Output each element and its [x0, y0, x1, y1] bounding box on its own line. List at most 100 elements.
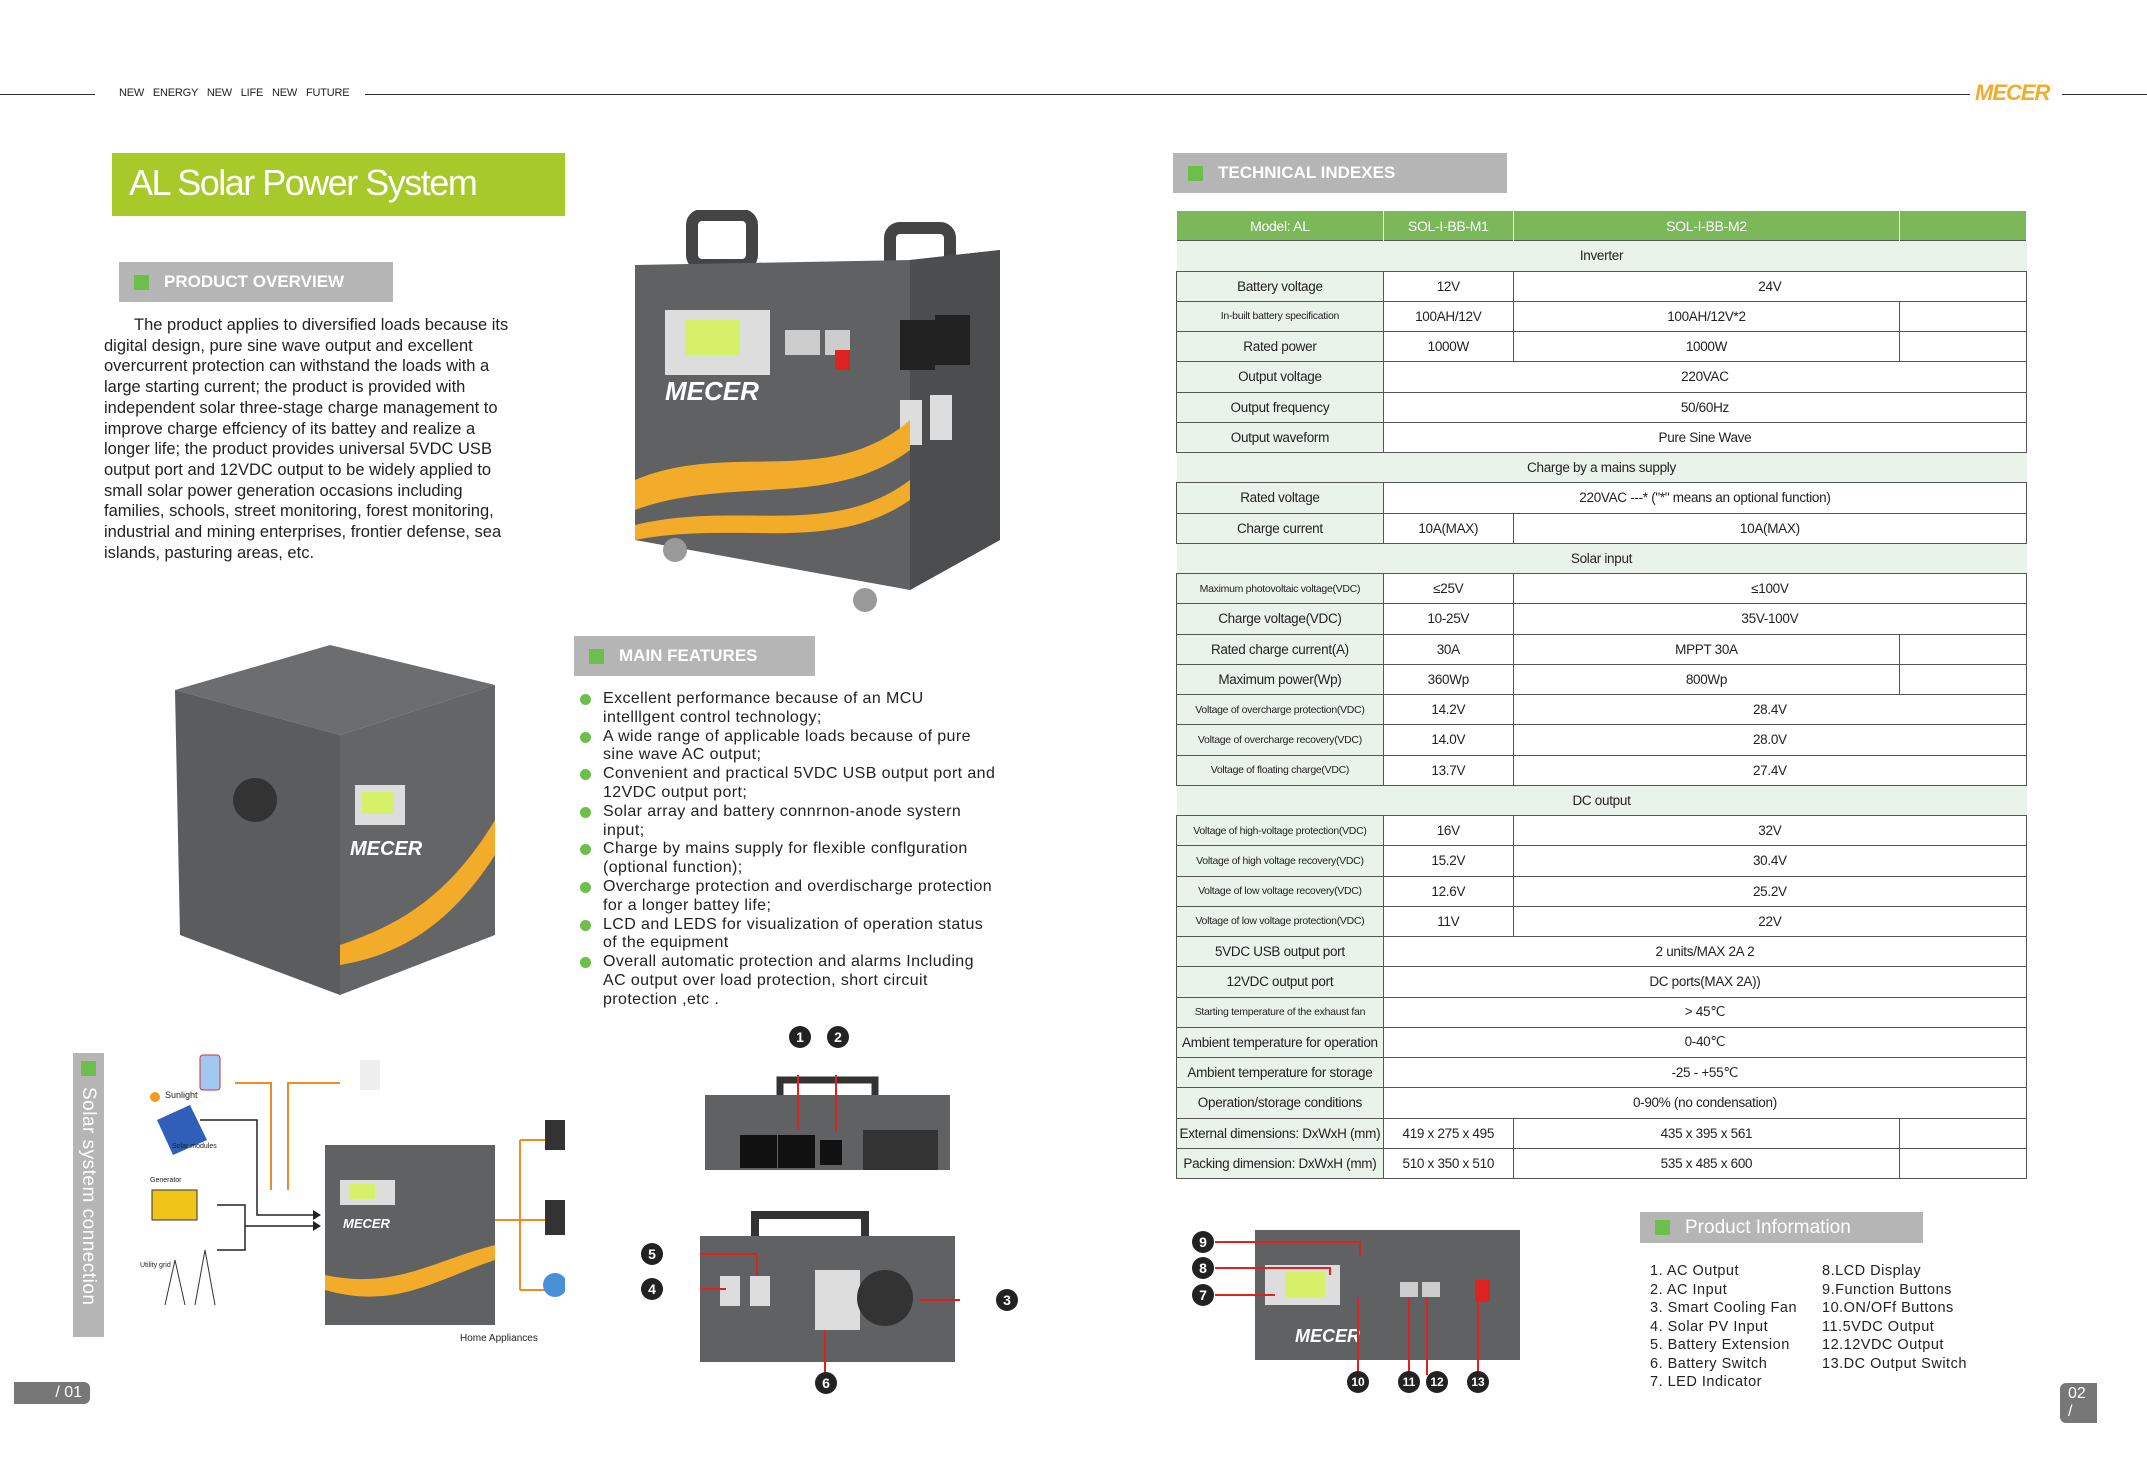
cell-m1: 1000W: [1382, 330, 1514, 363]
callout-1: 1: [789, 1026, 811, 1048]
spec-table: Model: AL SOL-I-BB-M1 SOL-I-BB-M2 Invert…: [1176, 209, 2028, 1180]
spec-row: Voltage of high voltage recovery(VDC)15.…: [1176, 845, 2028, 877]
page-number-right: 02 /: [2060, 1383, 2097, 1423]
cell-all: 50/60Hz: [1382, 391, 2028, 423]
cell-label: Ambient temperature for storage: [1176, 1056, 1384, 1089]
cell-all: Pure Sine Wave: [1382, 421, 2028, 454]
connection-diagram: MECER: [150, 1054, 565, 1325]
cell-section: Inverter: [1176, 240, 2027, 272]
cell-label: Ambient temperature for operation: [1176, 1026, 1384, 1059]
cell-label: 12VDC output port: [1176, 966, 1384, 998]
cell-label: Charge current: [1176, 512, 1384, 544]
fan-icon: [543, 1273, 565, 1297]
cell-all: 2 units/MAX 2A 2: [1382, 935, 2028, 968]
cell-label: Voltage of overcharge recovery(VDC): [1176, 724, 1384, 756]
cell-m1: 12V: [1382, 270, 1514, 302]
cell-label: Rated power: [1176, 330, 1384, 363]
cell-m2: 32V: [1512, 814, 2028, 847]
product-info-item: 1. AC Output: [1650, 1263, 1740, 1279]
label-utility-grid: Utility grid: [140, 1262, 171, 1269]
front-panel-image: MECER: [1215, 1230, 1520, 1375]
product-info-item: 6. Battery Switch: [1650, 1355, 1768, 1372]
svg-text:MECER: MECER: [350, 838, 423, 860]
device-front: [325, 1145, 495, 1325]
product-info-item: 12.12VDC Output: [1822, 1337, 1944, 1353]
spec-row: Voltage of overcharge recovery(VDC)14.0V…: [1176, 724, 2028, 756]
cell-m1: 360Wp: [1382, 663, 1514, 696]
cell-label: Output frequency: [1176, 391, 1384, 423]
cell-m1: 12.6V: [1382, 875, 1514, 907]
header-blank: [1899, 209, 2027, 241]
tagline: NEW ENERGY NEW LIFE NEW FUTURE: [119, 87, 350, 99]
cell-label: Packing dimension: DxWxH (mm): [1176, 1147, 1384, 1180]
spec-header-row: Model: AL SOL-I-BB-M1 SOL-I-BB-M2: [1176, 209, 2027, 241]
spec-row: External dimensions: DxWxH (mm)419 x 275…: [1176, 1117, 2027, 1149]
label-generator: Generator: [150, 1177, 182, 1184]
product-info-item: 2. AC Input: [1650, 1281, 1728, 1298]
callout-2: 2: [827, 1026, 849, 1048]
spec-row: Ambient temperature for storage-25 - +55…: [1176, 1056, 2028, 1089]
feature-text: Overall automatic protection and alarms …: [603, 953, 974, 1008]
computer-icon: [545, 1200, 565, 1235]
cell-label: Voltage of low voltage recovery(VDC): [1176, 875, 1384, 907]
callout-4: 4: [641, 1278, 663, 1300]
callout-6: 6: [815, 1372, 837, 1394]
cell-m1: 13.7V: [1382, 754, 1514, 786]
cell-label: Output waveform: [1176, 421, 1384, 454]
feature-text: Overcharge protection and overdischarge …: [603, 877, 993, 914]
feature-text: A wide range of applicable loads because…: [603, 727, 971, 764]
spec-row: Voltage of low voltage recovery(VDC)12.6…: [1176, 875, 2028, 907]
cell-label: Maximum power(Wp): [1176, 663, 1384, 696]
product-info-item: 4. Solar PV Input: [1650, 1318, 1769, 1335]
bullet-icon: [580, 881, 591, 893]
header-model: Model: AL: [1176, 209, 1384, 241]
cell-label: Voltage of floating charge(VDC): [1176, 754, 1384, 786]
bullet-icon: [580, 919, 591, 931]
product-info-item: 10.ON/OFf Buttons: [1822, 1300, 1954, 1316]
cell-section: DC output: [1176, 784, 2027, 817]
cell-m1: 10A(MAX): [1382, 512, 1514, 544]
spec-row: Voltage of high-voltage protection(VDC)1…: [1176, 814, 2028, 847]
cell-m2: MPPT 30A: [1512, 633, 1901, 665]
cell-label: Voltage of low voltage protection(VDC): [1176, 905, 1384, 938]
header-rule-left: [0, 94, 95, 95]
overview-heading: PRODUCT OVERVIEW: [119, 262, 393, 302]
cell-label: 5VDC USB output port: [1176, 935, 1384, 968]
cell-m2: 22V: [1512, 905, 2028, 938]
cell-blank: [1899, 633, 2027, 665]
cell-m1: 510 x 350 x 510: [1382, 1147, 1514, 1180]
cell-all: 0-40℃: [1382, 1026, 2028, 1059]
cell-blank: [1899, 1117, 2027, 1149]
cell-m1: 30A: [1382, 633, 1514, 665]
connection-heading: Solar system connection: [73, 1053, 104, 1337]
callout-8: 8: [1192, 1257, 1214, 1279]
callout-5: 5: [641, 1243, 663, 1265]
cell-m1: 14.0V: [1382, 724, 1514, 756]
product-info-item: 11.5VDC Output: [1822, 1318, 1935, 1335]
cell-m1: 14.2V: [1382, 693, 1514, 726]
page-title: AL Solar Power System: [112, 153, 565, 216]
feature-item: A wide range of applicable loads because…: [580, 728, 1000, 766]
cell-m2: 1000W: [1512, 330, 1901, 363]
cell-m2: 100AH/12V*2: [1512, 300, 1901, 333]
overview-heading-text: PRODUCT OVERVIEW: [164, 272, 345, 291]
svg-text:MECER: MECER: [343, 1216, 391, 1231]
feature-item: Convenient and practical 5VDC USB output…: [580, 765, 1000, 803]
cell-m2: 28.4V: [1512, 693, 2028, 726]
spec-row: Maximum photovoltaic voltage(VDC)≤25V≤10…: [1176, 572, 2028, 605]
cell-label: In-built battery specification: [1176, 300, 1384, 333]
cell-all: DC ports(MAX 2A)): [1382, 966, 2028, 998]
feature-text: Solar array and battery connrnon-anode s…: [603, 802, 962, 839]
solar-panel-icon: [157, 1105, 207, 1155]
product-info-item: 5. Battery Extension: [1650, 1337, 1790, 1353]
cell-m2: 535 x 485 x 600: [1512, 1147, 1901, 1180]
